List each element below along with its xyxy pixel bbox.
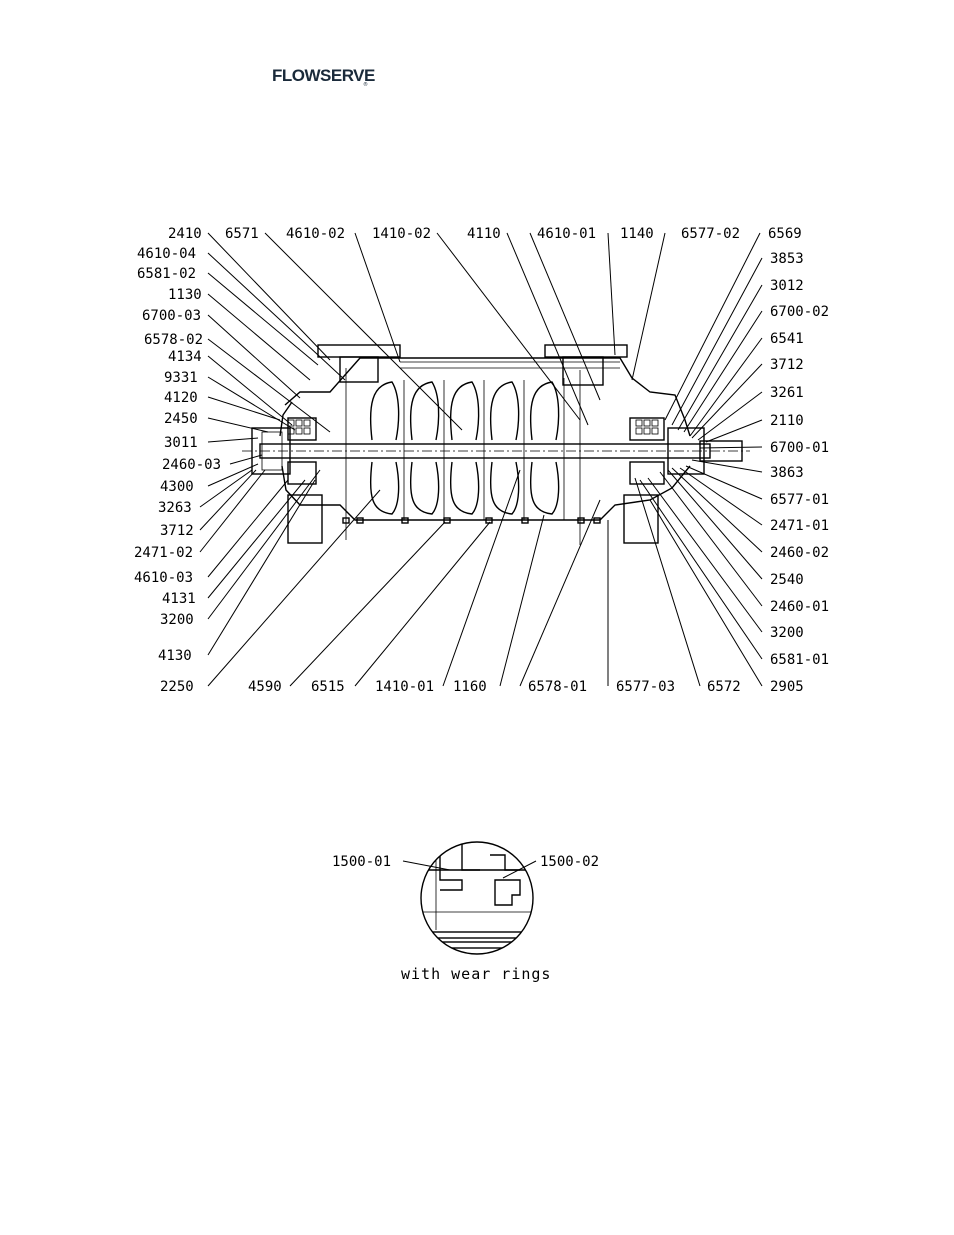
part-label: 4120 <box>164 390 198 406</box>
part-label: 2410 <box>168 226 202 242</box>
part-label: 3263 <box>158 500 192 516</box>
right-labels: 3853 3012 6700-02 6541 3712 3261 2110 67… <box>770 251 829 668</box>
part-label: 6569 <box>768 226 802 242</box>
detail-caption: with wear rings <box>401 965 551 983</box>
part-label: 4300 <box>160 479 194 495</box>
bottom-labels: 2250 4590 6515 1410-01 1160 6578-01 6577… <box>160 679 804 695</box>
part-label: 4610-03 <box>134 570 193 586</box>
part-label: 6572 <box>707 679 741 695</box>
part-label: 3200 <box>770 625 804 641</box>
part-label: 6578-02 <box>144 332 203 348</box>
left-labels: 4610-04 6581-02 1130 6700-03 6578-02 413… <box>134 246 221 664</box>
part-label: 1130 <box>168 287 202 303</box>
part-label: 4610-02 <box>286 226 345 242</box>
part-label: 6700-02 <box>770 304 829 320</box>
part-label: 3712 <box>770 357 804 373</box>
part-label: 2110 <box>770 413 804 429</box>
part-label: 6700-01 <box>770 440 829 456</box>
part-label: 2460-01 <box>770 599 829 615</box>
part-label: 2250 <box>160 679 194 695</box>
logo-registered-mark: ® <box>363 82 368 88</box>
part-label: 6515 <box>311 679 345 695</box>
part-label: 1140 <box>620 226 654 242</box>
part-label: 2460-02 <box>770 545 829 561</box>
detail-label: 1500-01 <box>332 854 391 870</box>
part-label: 3712 <box>160 523 194 539</box>
part-label: 3853 <box>770 251 804 267</box>
part-label: 3200 <box>160 612 194 628</box>
flowserve-logo: FLOWSERVE ® <box>134 26 375 88</box>
part-label: 6571 <box>225 226 259 242</box>
part-label: 2905 <box>770 679 804 695</box>
pump-cross-section <box>242 344 750 545</box>
part-label: 3011 <box>164 435 198 451</box>
part-label: 9331 <box>164 370 198 386</box>
part-label: 3012 <box>770 278 804 294</box>
part-label: 1410-01 <box>375 679 434 695</box>
part-label: 2460-03 <box>162 457 221 473</box>
part-label: 6541 <box>770 331 804 347</box>
part-label: 4610-01 <box>537 226 596 242</box>
part-label: 2471-02 <box>134 545 193 561</box>
part-label: 6581-02 <box>137 266 196 282</box>
part-label: 4134 <box>168 349 202 365</box>
detail-label: 1500-02 <box>540 854 599 870</box>
part-label: 6577-02 <box>681 226 740 242</box>
wear-ring-detail: 1500-01 1500-02 with wear rings <box>332 841 599 983</box>
part-label: 6577-03 <box>616 679 675 695</box>
logo-text: FLOWSERVE <box>272 66 375 85</box>
top-labels: 2410 6571 4610-02 1410-02 4110 4610-01 1… <box>168 226 802 242</box>
part-label: 6577-01 <box>770 492 829 508</box>
part-label: 6581-01 <box>770 652 829 668</box>
part-label: 3261 <box>770 385 804 401</box>
part-label: 2471-01 <box>770 518 829 534</box>
part-label: 3863 <box>770 465 804 481</box>
part-label: 1160 <box>453 679 487 695</box>
part-label: 4130 <box>158 648 192 664</box>
part-label: 4131 <box>162 591 196 607</box>
leader-lines <box>199 232 763 687</box>
part-label: 4110 <box>467 226 501 242</box>
part-label: 6700-03 <box>142 308 201 324</box>
part-label: 6578-01 <box>528 679 587 695</box>
part-label: 4590 <box>248 679 282 695</box>
part-label: 2450 <box>164 411 198 427</box>
part-label: 2540 <box>770 572 804 588</box>
part-label: 4610-04 <box>137 246 196 262</box>
part-label: 1410-02 <box>372 226 431 242</box>
